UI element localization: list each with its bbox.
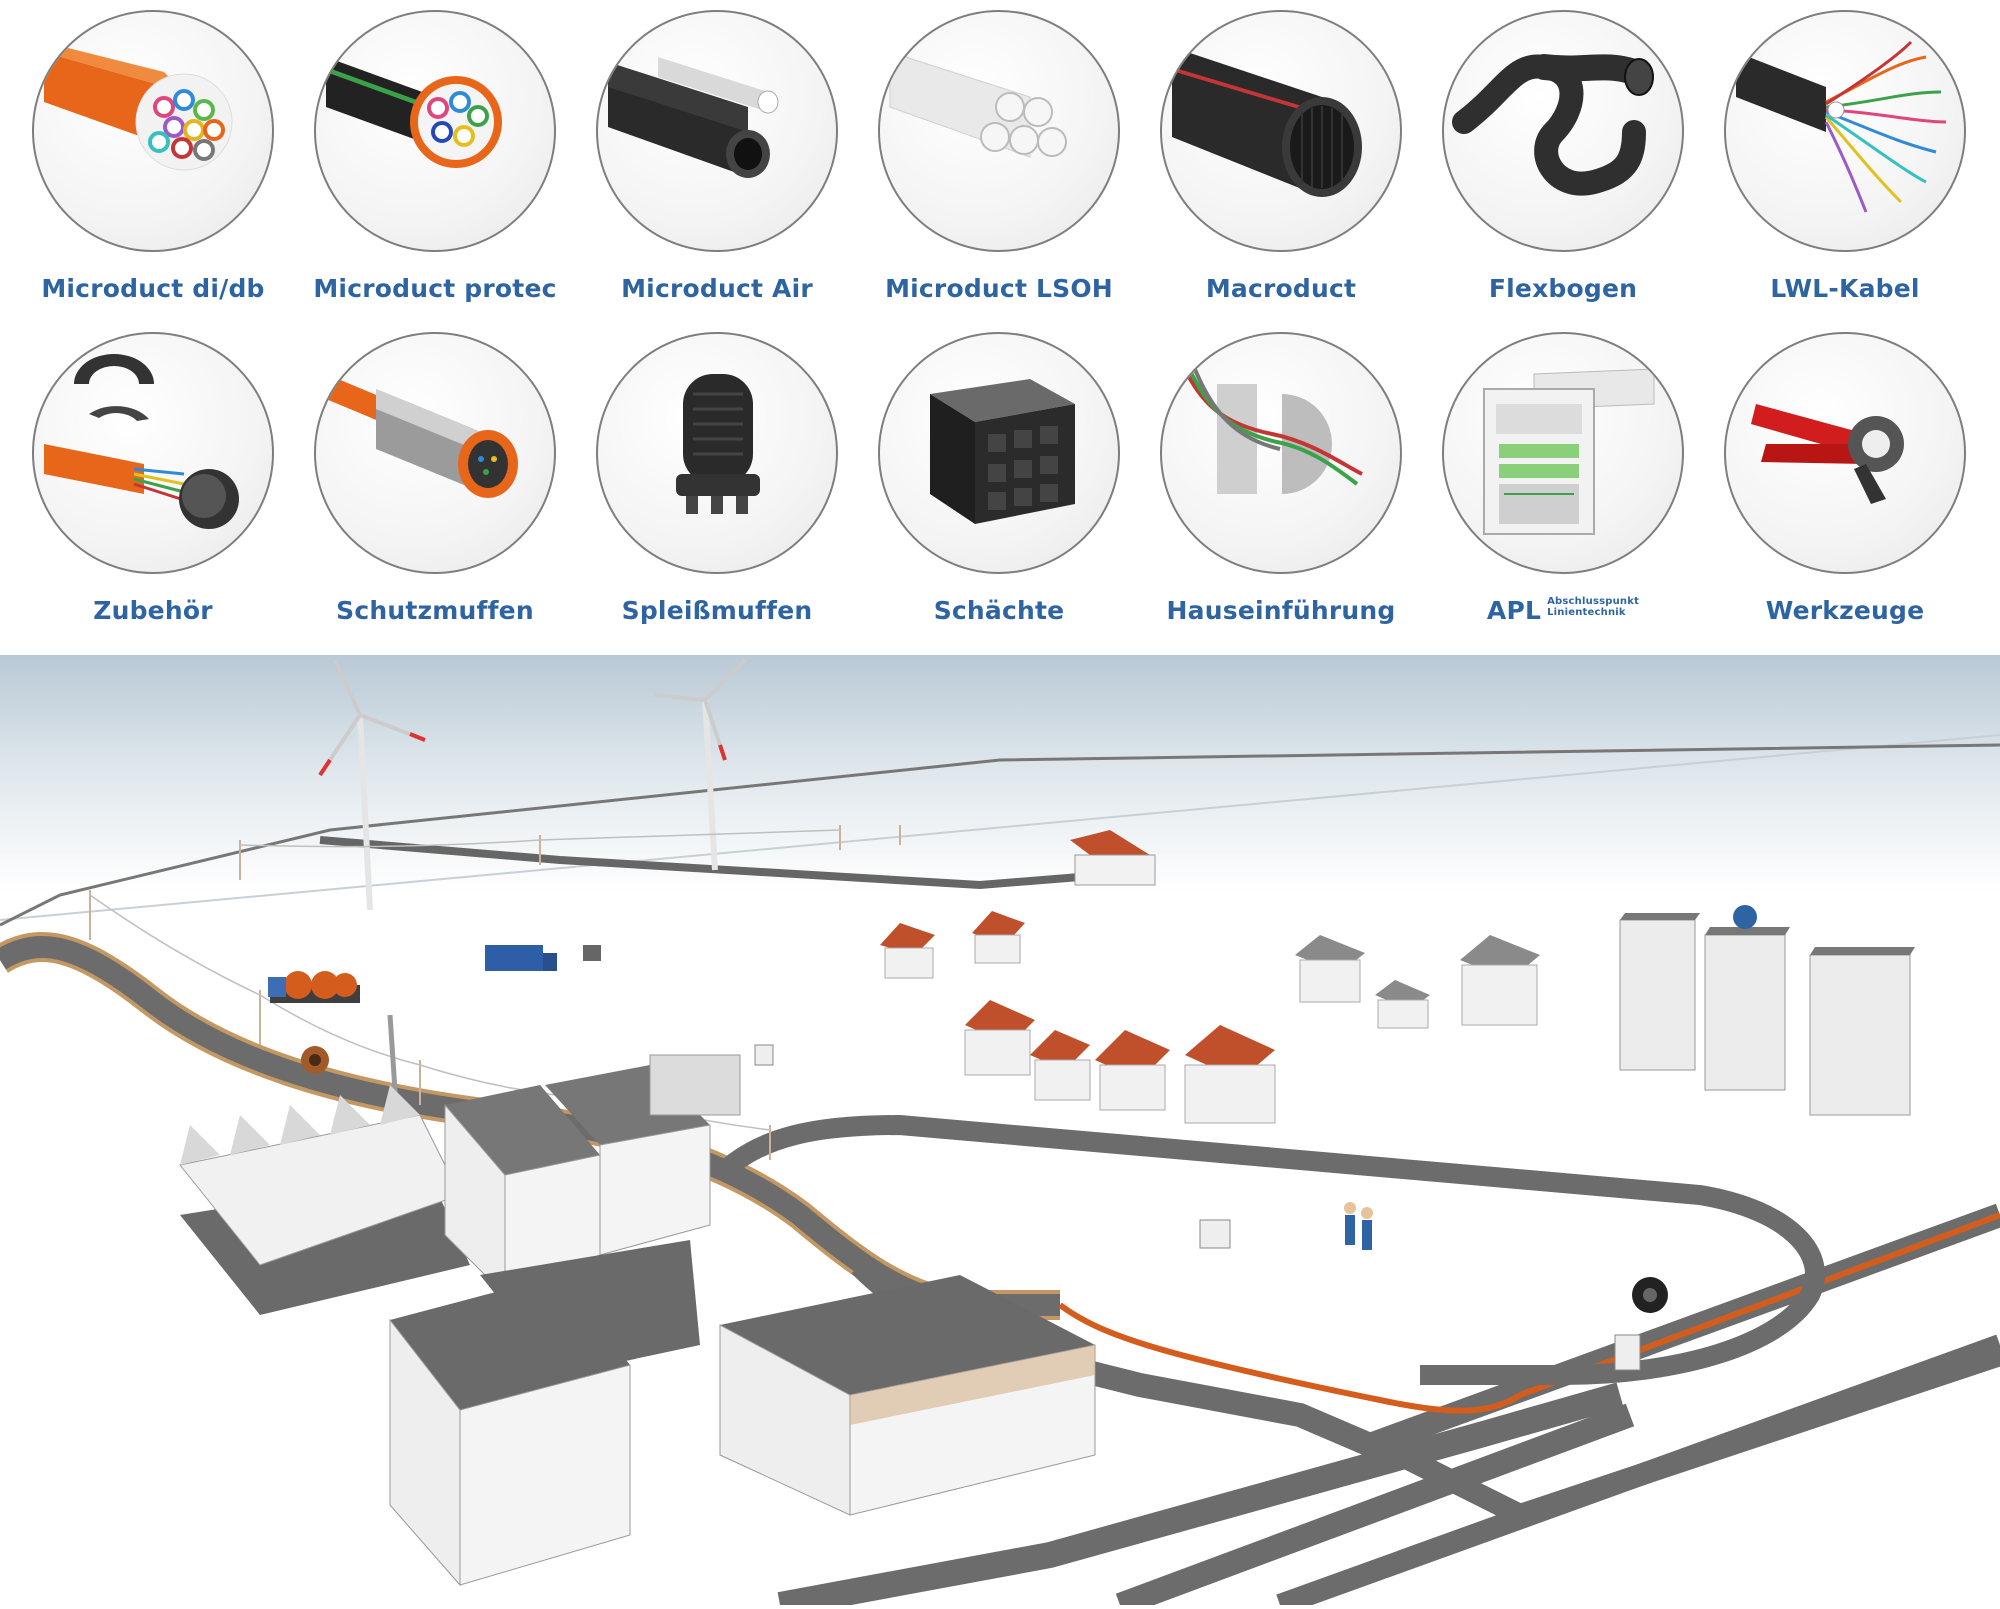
fiber-network-scene bbox=[0, 655, 2000, 1609]
house-grey bbox=[1295, 935, 1365, 1003]
product-label: Microduct LSOH bbox=[885, 274, 1113, 303]
apl-subtitle-line-2: Linientechnik bbox=[1547, 606, 1626, 618]
house-entry-icon bbox=[1160, 332, 1402, 574]
product-schaechte[interactable]: Schächte bbox=[874, 332, 1124, 625]
fiber-duct-orange bbox=[1058, 1212, 2000, 1414]
product-label: Macroduct bbox=[1205, 274, 1357, 303]
product-spleissmuffen[interactable]: Spleißmuffen bbox=[592, 332, 842, 625]
product-label: Schächte bbox=[933, 596, 1065, 625]
back-road bbox=[319, 836, 1081, 890]
cable-drum bbox=[301, 1046, 329, 1074]
product-catalog: Microduct di/db Microduct protec bbox=[0, 0, 2000, 655]
pipe-cutter-icon bbox=[1724, 332, 1966, 574]
factory-sawtooth bbox=[179, 1085, 461, 1266]
product-label: Flexbogen bbox=[1488, 274, 1638, 303]
street-cabinet bbox=[1614, 1334, 1641, 1371]
house-red bbox=[1184, 1025, 1276, 1124]
house-grey bbox=[1375, 980, 1430, 1029]
product-label: LWL-Kabel bbox=[1770, 274, 1920, 303]
microduct-bundle-icon bbox=[32, 10, 274, 252]
wind-turbine bbox=[318, 659, 426, 911]
house-red bbox=[964, 1000, 1035, 1076]
house-red bbox=[1030, 1030, 1091, 1101]
house-red bbox=[972, 911, 1025, 964]
apartment-tower bbox=[1704, 905, 1790, 1091]
product-label: Werkzeuge bbox=[1765, 596, 1925, 625]
apartment-tower bbox=[1619, 913, 1700, 1071]
air-microduct-icon bbox=[596, 10, 838, 252]
product-label: Microduct di/db bbox=[41, 274, 265, 303]
product-microduct-di-db[interactable]: Microduct di/db bbox=[28, 10, 278, 303]
office-block bbox=[545, 1054, 741, 1256]
front-road-3 bbox=[1276, 1334, 2000, 1609]
house-red bbox=[880, 923, 935, 979]
cable-drum bbox=[1632, 1277, 1668, 1313]
manhole-box-icon bbox=[878, 332, 1120, 574]
residential-loop-road bbox=[712, 1114, 1825, 1385]
product-werkzeuge[interactable]: Werkzeuge bbox=[1720, 332, 1970, 625]
wind-turbine bbox=[654, 658, 747, 871]
termination-box-icon bbox=[1442, 332, 1684, 574]
transport-truck bbox=[268, 971, 360, 1003]
apartment-tower bbox=[1809, 947, 1915, 1116]
house-grey bbox=[1460, 935, 1540, 1026]
product-macroduct[interactable]: Macroduct bbox=[1156, 10, 1406, 303]
product-hauseinfuehrung[interactable]: Hauseinführung bbox=[1156, 332, 1406, 625]
product-microduct-air[interactable]: Microduct Air bbox=[592, 10, 842, 303]
horizon-line bbox=[0, 734, 2000, 921]
product-label: Microduct protec bbox=[313, 274, 557, 303]
splice-closure-icon bbox=[596, 332, 838, 574]
product-label: Spleißmuffen bbox=[621, 596, 813, 625]
product-lwl-kabel[interactable]: LWL-Kabel bbox=[1720, 10, 1970, 303]
front-road bbox=[777, 1382, 1624, 1609]
product-microduct-protec[interactable]: Microduct protec bbox=[310, 10, 560, 303]
apl-subtitle-line-1: Abschlusspunkt bbox=[1547, 595, 1640, 607]
apl-subtitle: Abschlusspunkt Linientechnik bbox=[1547, 596, 1639, 618]
product-apl[interactable]: APL Abschlusspunkt Linientechnik bbox=[1438, 332, 1688, 625]
street-cabinet bbox=[754, 1044, 774, 1066]
office-hall bbox=[719, 1275, 1096, 1516]
office-block-l bbox=[389, 1240, 700, 1587]
apl-label: APL bbox=[1486, 596, 1542, 625]
lsoh-microduct-icon bbox=[878, 10, 1120, 252]
protected-microduct-icon bbox=[314, 10, 556, 252]
fiber-cable-icon bbox=[1724, 10, 1966, 252]
product-microduct-lsoh[interactable]: Microduct LSOH bbox=[874, 10, 1124, 303]
far-road bbox=[0, 743, 2000, 927]
network-illustration bbox=[0, 655, 2000, 1609]
product-label-apl: APL Abschlusspunkt Linientechnik bbox=[1486, 596, 1639, 626]
product-schutzmuffen[interactable]: Schutzmuffen bbox=[310, 332, 560, 625]
product-zubehoer[interactable]: Zubehör bbox=[28, 332, 278, 625]
front-road-2 bbox=[1115, 1403, 1635, 1609]
product-label: Schutzmuffen bbox=[336, 596, 534, 625]
flex-bend-icon bbox=[1442, 10, 1684, 252]
product-label: Hauseinführung bbox=[1166, 596, 1396, 625]
macroduct-pipe-icon bbox=[1160, 10, 1402, 252]
house-red bbox=[1095, 1030, 1170, 1111]
street-cabinet bbox=[1199, 1219, 1231, 1249]
farm-house bbox=[1070, 830, 1156, 886]
worker bbox=[1344, 1202, 1373, 1250]
protection-sleeve-icon bbox=[314, 332, 556, 574]
blue-van bbox=[485, 945, 601, 971]
product-label: Zubehör bbox=[93, 596, 213, 625]
accessory-icon bbox=[32, 332, 274, 574]
product-label: Microduct Air bbox=[621, 274, 813, 303]
product-flexbogen[interactable]: Flexbogen bbox=[1438, 10, 1688, 303]
